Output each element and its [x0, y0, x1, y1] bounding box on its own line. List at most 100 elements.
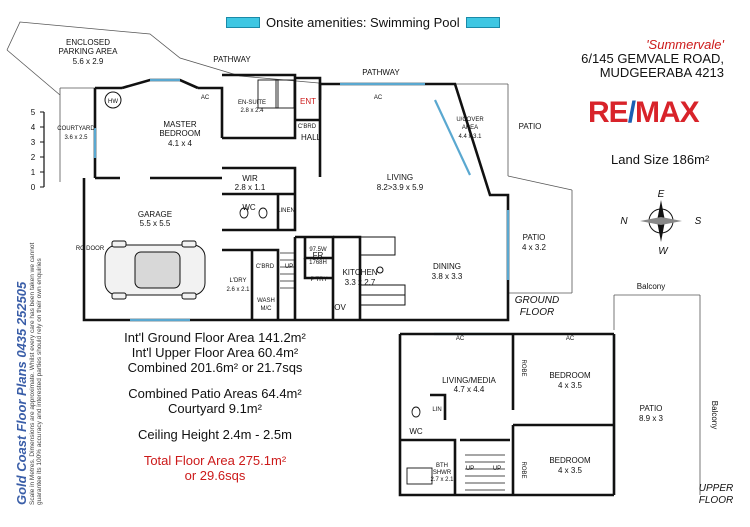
upper-floor-title: FLOOR	[699, 495, 733, 506]
entry-label: ENT	[300, 97, 316, 106]
ensuite-dim: 2.8 x 2.4	[240, 108, 264, 114]
brand-label: Gold Coast Floor Plans 0435 252505	[14, 281, 29, 505]
courtyard-label: COURTYARD	[57, 126, 95, 132]
disclaimer: Scale in Metres. Dimensions are approxim…	[29, 242, 36, 505]
patio-dim: 4 x 3.2	[522, 243, 547, 252]
scale-tick: 5	[31, 108, 36, 117]
patio-area: Combined Patio Areas 64.4m²	[128, 386, 302, 401]
amenities-label: Onsite amenities: Swimming Pool	[266, 15, 460, 30]
master-bedroom-dim: 4.1 x 4	[168, 139, 193, 148]
bathroom-label: SHWR	[433, 470, 452, 476]
scale-bar: 5 4 3 2 1 0	[31, 108, 45, 192]
scale-tick: 4	[31, 123, 36, 132]
living-dim: 8.2>3.9 x 5.9	[377, 183, 424, 192]
courtyard-area: Courtyard 9.1m²	[168, 401, 262, 416]
enclosed-parking-dim: 5.6 x 2.9	[73, 57, 104, 66]
scale-tick: 2	[31, 153, 36, 162]
pathway-label: PATHWAY	[362, 68, 400, 77]
bedroom-label: BEDROOM	[549, 371, 591, 380]
ac-label: AC	[566, 336, 575, 342]
master-bedroom-label: BEDROOM	[159, 129, 201, 138]
enclosed-parking-label: ENCLOSED	[66, 38, 110, 47]
ucover-dim: 4.4 x 3.1	[458, 134, 482, 140]
address-line-1: 6/145 GEMVALE ROAD,	[581, 51, 724, 66]
hot-water-icon	[104, 91, 122, 109]
dining-dim: 3.8 x 3.3	[432, 272, 463, 281]
enclosed-parking-label: PARKING AREA	[59, 47, 119, 56]
disclaimer: guarantee its 100% accuracy and interest…	[36, 258, 43, 505]
compass-w: W	[658, 246, 669, 257]
property-address: 'Summervale' 6/145 GEMVALE ROAD, MUDGEER…	[581, 38, 724, 80]
ac-label: AC	[374, 95, 383, 101]
ground-floor-labels: ENCLOSED PARKING AREA 5.6 x 2.9 PATHWAY …	[57, 38, 559, 318]
wc-label: WC	[242, 203, 256, 212]
bathroom-dim: 2.7 x 2.1	[430, 477, 454, 483]
bathroom-label: BTH	[436, 463, 448, 469]
remax-logo: RE/MAX	[588, 96, 700, 129]
balcony-label: Balcony	[637, 282, 665, 291]
scale-tick: 1	[31, 168, 36, 177]
living-media-dim: 4.7 x 4.4	[454, 385, 485, 394]
ground-floor-area: Int'l Ground Floor Area 141.2m²	[124, 330, 306, 345]
robe-label: ROBE	[520, 359, 526, 376]
upper-floor-title: UPPER	[699, 483, 733, 494]
total-floor-squares: or 29.6sqs	[184, 468, 246, 483]
wir-label: WIR	[242, 174, 258, 183]
upper-wc-label: WC	[409, 427, 423, 436]
upper-patio-label: PATIO	[640, 404, 663, 413]
stairs-up-label: UP	[466, 466, 474, 472]
wir-dim: 2.8 x 1.1	[235, 183, 266, 192]
linen-label: LINEN	[277, 208, 295, 214]
ceiling-height: Ceiling Height 2.4m - 2.5m	[138, 427, 292, 442]
balcony-label: Balcony	[710, 401, 719, 429]
upper-patio-dim: 8.9 x 3	[639, 414, 664, 423]
upper-linen-label: LIN	[432, 407, 441, 413]
cupboard-label: C'BRD	[298, 124, 317, 130]
garage-dim: 5.5 x 5.5	[140, 219, 171, 228]
pantry-label: P'TRY	[310, 277, 327, 283]
scale-tick: 0	[31, 183, 36, 192]
dining-label: DINING	[433, 262, 461, 271]
patio-label: PATIO	[519, 122, 542, 131]
ground-floor-title: FLOOR	[520, 307, 554, 318]
combined-area: Combined 201.6m² or 21.7sqs	[127, 360, 303, 375]
property-name: 'Summervale'	[646, 37, 724, 52]
rc-door-label: RC DOOR	[76, 246, 105, 252]
land-size: Land Size 186m²	[611, 152, 710, 167]
fridge-width: 97.5W	[309, 247, 327, 253]
pool-icon	[465, 17, 500, 28]
address-line-2: MUDGEERABA 4213	[599, 65, 724, 80]
ensuite-label: EN-SUITE	[238, 100, 266, 106]
courtyard-dim: 3.6 x 2.5	[64, 135, 88, 141]
scale-tick: 3	[31, 138, 36, 147]
oven-label: OV	[334, 303, 346, 312]
ucover-label: AREA	[462, 125, 478, 131]
ucover-label: U/COVER	[456, 117, 484, 123]
compass-icon: E N S W	[620, 189, 701, 257]
fridge-label: FR	[313, 251, 324, 260]
wash-label: WASH	[257, 298, 275, 304]
mc-label: M/C	[261, 306, 273, 312]
garage-label: GARAGE	[138, 210, 172, 219]
kitchen-dim: 3.3 x 2.7	[345, 278, 376, 287]
laundry-dim: 2.6 x 2.1	[226, 287, 250, 293]
laundry-label: L'DRY	[229, 278, 246, 284]
vertical-branding: Gold Coast Floor Plans 0435 252505 Scale…	[12, 242, 43, 505]
compass-s: S	[695, 216, 702, 227]
bedroom-dim: 4 x 3.5	[558, 466, 583, 475]
robe-label: ROBE	[520, 461, 526, 478]
upper-floor-area: Int'l Upper Floor Area 60.4m²	[131, 345, 299, 360]
car-icon	[104, 240, 206, 300]
living-label: LIVING	[387, 173, 413, 182]
pool-icon	[226, 17, 260, 28]
pathway-label: PATHWAY	[213, 55, 251, 64]
hw-label: HW	[108, 99, 118, 105]
amenities-banner: Onsite amenities: Swimming Pool	[226, 15, 500, 30]
stairs-up-label: UP	[285, 264, 293, 270]
ac-label: AC	[456, 336, 465, 342]
area-stats: Int'l Ground Floor Area 141.2m² Int'l Up…	[100, 330, 330, 483]
ground-floor-title: GROUND	[515, 295, 559, 306]
patio-label: PATIO	[523, 233, 546, 242]
total-floor-area: Total Floor Area 275.1m²	[143, 453, 287, 468]
